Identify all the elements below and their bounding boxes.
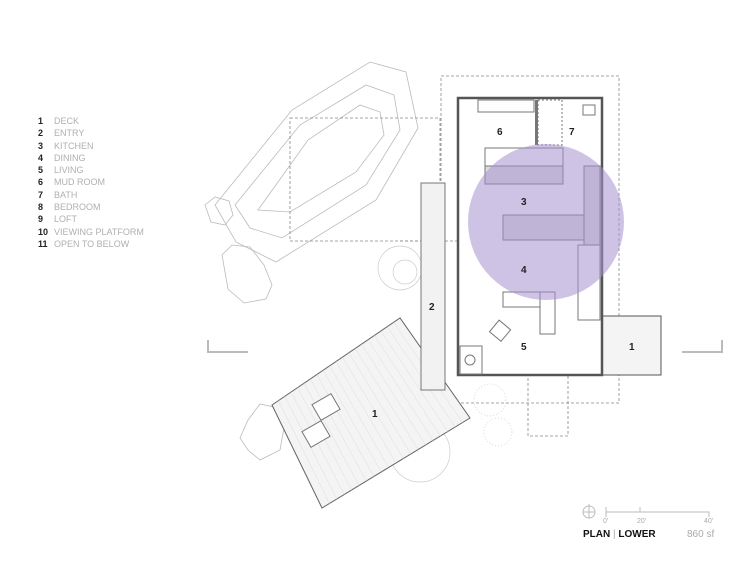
entry-deck [420, 182, 446, 391]
legend-item: 8 BEDROOM [38, 201, 144, 213]
legend-number: 2 [38, 128, 44, 139]
label-mud-room: 6 [497, 127, 503, 138]
deck-board [316, 374, 375, 477]
legend-item: 6 MUD ROOM [38, 176, 144, 188]
plan-word: PLAN [583, 529, 611, 540]
scale-bar [605, 507, 710, 517]
deck-board [361, 343, 426, 446]
floor-area: 860 sf [687, 529, 715, 540]
side-deck [601, 315, 662, 376]
legend-label: KITCHEN [54, 140, 94, 151]
deck-board [374, 335, 441, 437]
scale-tick-40: 40' [704, 518, 713, 525]
legend-number: 6 [38, 177, 44, 188]
deck-board [348, 352, 412, 455]
legend-number: 9 [38, 214, 44, 225]
legend-label: LIVING [54, 165, 84, 176]
room-labels: 6 7 3 4 5 2 1 1 [372, 127, 635, 420]
deck-board [380, 330, 449, 432]
label-kitchen: 3 [521, 197, 527, 208]
legend-item: 9 LOFT [38, 213, 144, 225]
label-living: 5 [521, 342, 527, 353]
legend-item: 1 DECK [38, 115, 144, 127]
label-entry: 2 [429, 302, 435, 313]
legend-label: DINING [54, 152, 86, 163]
legend-number: 4 [38, 152, 44, 163]
legend-number: 7 [38, 189, 44, 200]
legend-label: ENTRY [54, 128, 85, 139]
legend-label: MUD ROOM [54, 177, 105, 188]
legend-label: BATH [54, 189, 78, 200]
legend-item: 11 OPEN TO BELOW [38, 238, 144, 250]
room-legend: 1 DECK 2 ENTRY 3 KITCHEN 4 DINING 5 LIVING 6 MUD RO… [38, 115, 144, 250]
legend-item: 4 DINING [38, 152, 144, 164]
north-arrow-icon [582, 504, 596, 519]
label-side-deck: 1 [629, 342, 635, 353]
legend-item: 3 KITCHEN [38, 140, 144, 152]
legend-number: 8 [38, 202, 44, 213]
legend-item: 7 BATH [38, 189, 144, 201]
legend-number: 1 [38, 116, 44, 126]
highlight-circle [468, 144, 624, 300]
legend-label: LOFT [54, 214, 78, 225]
label-dining: 4 [521, 265, 527, 276]
legend-label: DECK [54, 116, 80, 126]
legend-label: VIEWING PLATFORM [54, 226, 144, 237]
deck-board [310, 378, 367, 482]
deck-board [322, 370, 382, 473]
plan-title: PLAN | LOWER [583, 529, 656, 540]
legend-item: 10 VIEWING PLATFORM [38, 226, 144, 238]
label-main-deck: 1 [372, 409, 378, 420]
legend-item: 2 ENTRY [38, 127, 144, 139]
section-marker-left [207, 340, 248, 353]
scale-tick-0: 0' [603, 518, 608, 525]
deck-board [303, 383, 360, 486]
legend-label: BEDROOM [54, 202, 101, 213]
deck-board [335, 361, 397, 464]
deck-board [367, 339, 434, 441]
deck-board [354, 348, 419, 450]
legend-number: 10 [38, 226, 49, 237]
plan-level: LOWER [618, 529, 656, 540]
legend-number: 11 [38, 238, 48, 249]
section-marker-right [682, 340, 723, 353]
deck-board [329, 365, 389, 468]
title-separator: | [613, 529, 616, 540]
scale-tick-20: 20' [637, 518, 646, 525]
legend-number: 3 [38, 140, 44, 151]
legend-item: 5 LIVING [38, 164, 144, 176]
deck-board [278, 400, 330, 504]
legend-label: OPEN TO BELOW [54, 238, 130, 249]
label-bath: 7 [569, 127, 575, 138]
rock-outline [204, 61, 419, 461]
deck-board [342, 357, 404, 459]
legend-number: 5 [38, 165, 44, 176]
